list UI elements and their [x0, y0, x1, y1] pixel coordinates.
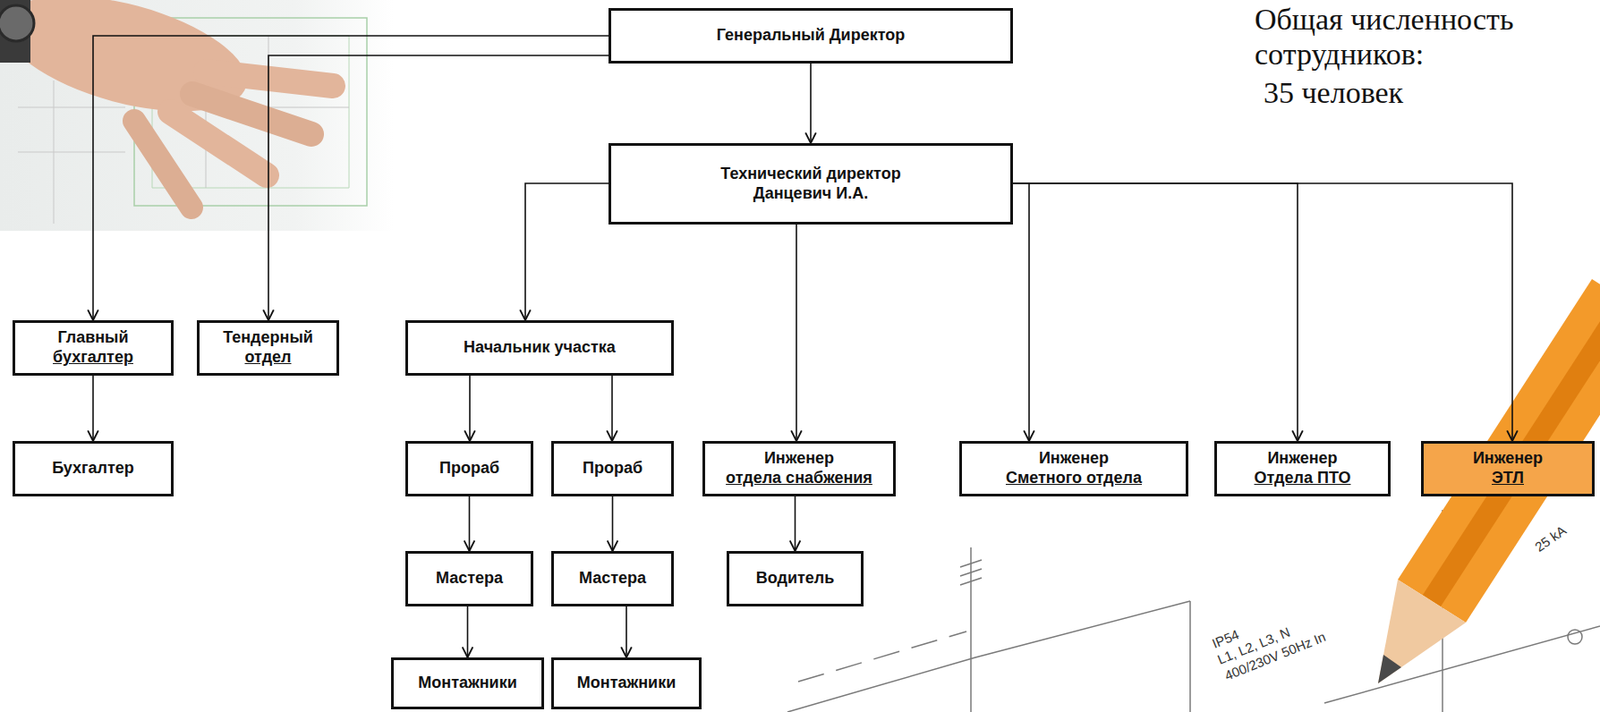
box-text: Инженер	[1038, 449, 1109, 469]
box-text: отдела снабжения	[725, 468, 873, 489]
hierarchy-arrow	[268, 55, 609, 321]
box-text: Мастера	[578, 569, 647, 589]
box-text: Мастера	[435, 569, 503, 589]
box-text: Начальник участка	[463, 338, 616, 358]
org-box: Монтажники	[551, 657, 702, 710]
box-text: Генеральный Директор	[716, 25, 905, 46]
hierarchy-arrow	[795, 224, 798, 442]
box-text: отдел	[245, 348, 292, 368]
org-box: Начальник участка	[405, 320, 674, 376]
hand-illustration	[0, 0, 333, 208]
hierarchy-arrow	[1012, 183, 1298, 442]
box-text: Сметного отдела	[1005, 468, 1142, 489]
box-text: Прораб	[582, 459, 643, 479]
box-text: Тендерный	[222, 328, 314, 349]
hierarchy-arrow	[611, 375, 613, 442]
box-text: Данцевич И.А.	[753, 184, 869, 205]
hierarchy-arrow	[794, 496, 797, 552]
org-box: Технический директорДанцевич И.А.	[608, 143, 1013, 225]
org-box: Тендерныйотдел	[196, 320, 340, 376]
box-text: Инженер	[764, 449, 835, 469]
org-box: Водитель	[726, 551, 864, 607]
org-box: Инженеротдела снабжения	[702, 441, 896, 497]
box-text: Монтажники	[417, 673, 517, 694]
hierarchy-arrow	[612, 496, 614, 552]
hierarchy-arrow	[1012, 183, 1513, 442]
org-box: Мастера	[405, 551, 534, 607]
box-text: Бухгалтер	[51, 459, 135, 479]
org-box: ИнженерСметного отдела	[959, 441, 1189, 497]
hierarchy-arrow	[468, 375, 471, 442]
box-text: Водитель	[756, 569, 835, 589]
hierarchy-arrow	[468, 496, 471, 552]
staff-count-note: 35 человек	[1263, 75, 1404, 111]
hierarchy-arrow	[809, 63, 812, 144]
box-text: ЭТЛ	[1491, 468, 1524, 489]
org-box: Генеральный Директор	[608, 8, 1013, 64]
org-box: ИнженерОтдела ПТО	[1214, 441, 1391, 497]
pencil-illustration	[1378, 279, 1600, 684]
org-box: Мастера	[551, 551, 674, 607]
box-text: Инженер	[1267, 449, 1337, 469]
hierarchy-arrow	[625, 606, 628, 658]
box-text: Прораб	[439, 459, 500, 479]
org-box: Прораб	[551, 441, 674, 497]
org-box: ИнженерЭТЛ	[1421, 441, 1595, 497]
hierarchy-arrow	[525, 183, 609, 321]
box-text: Отдела ПТО	[1254, 468, 1352, 489]
box-text: бухгалтер	[52, 348, 134, 368]
schematic-label: 25 kA	[1531, 522, 1569, 555]
org-box: Прораб	[405, 441, 534, 497]
box-text: Технический директор	[720, 164, 901, 185]
hierarchy-arrow	[1012, 183, 1030, 442]
box-text: Монтажники	[577, 673, 676, 694]
box-text: Главный	[57, 328, 128, 349]
org-box: Главныйбухгалтер	[12, 320, 174, 376]
staff-count-note: Общая численность сотрудников:	[1254, 1, 1577, 72]
hierarchy-arrow	[92, 375, 94, 442]
hierarchy-arrow	[93, 35, 609, 321]
org-box: Монтажники	[391, 657, 545, 710]
hierarchy-arrow	[467, 606, 469, 658]
org-box: Бухгалтер	[12, 441, 174, 497]
box-text: Инженер	[1472, 449, 1543, 469]
